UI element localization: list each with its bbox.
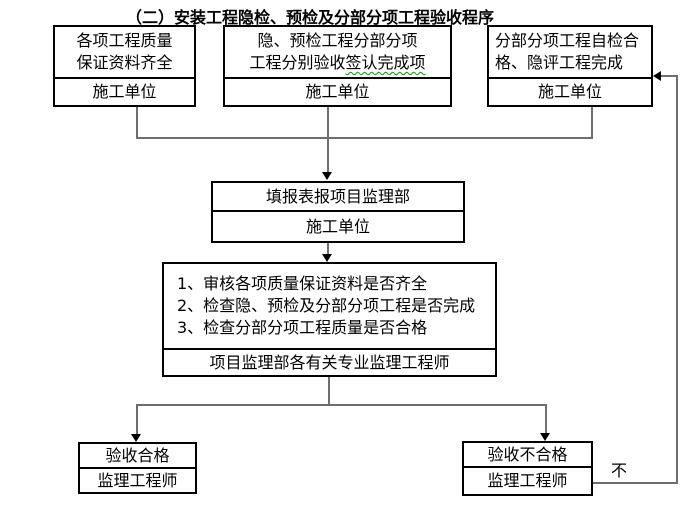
box-self-inspection-complete-footer: 施工单位 [537, 82, 602, 101]
box-quality-assurance-docs-body: 各项工程质量 保证资料齐全 [55, 27, 194, 79]
connector-review-drop [328, 377, 330, 406]
box-self-inspection-complete-body: 分部分项工程自检合 格、隐评工程完成 [489, 27, 651, 79]
box-report-to-supervision-dept-body: 填报表报项目监理部 [213, 183, 463, 212]
spellcheck-squiggle-text: 签认完成项 [345, 53, 426, 72]
text-line: 验收不合格 [487, 444, 568, 464]
box-review-checklist-footer: 项目监理部各有关专业监理工程师 [209, 352, 450, 372]
text-line: 各项工程质量 [76, 31, 173, 50]
text-line: 工程分别验收签认完成项 [249, 52, 425, 74]
connector-feedback-top [660, 75, 677, 77]
arrowhead-down-icon [540, 433, 550, 441]
box-review-checklist-body: 1、审核各项质量保证资料是否齐全 2、检查隐、预检及分部分项工程是否完成 3、检… [164, 264, 495, 350]
connector-center-drop [327, 107, 329, 173]
box-self-inspection-complete: 分部分项工程自检合 格、隐评工程完成 施工单位 [487, 25, 653, 107]
checklist-item: 2、检查隐、预检及分部分项工程是否完成 [177, 296, 476, 315]
box-report-to-supervision-dept: 填报表报项目监理部 施工单位 [211, 181, 465, 243]
text-line: 格、隐评工程完成 [495, 53, 624, 72]
checklist-item: 1、审核各项质量保证资料是否齐全 [177, 274, 428, 293]
box-report-to-supervision-dept-footer: 施工单位 [305, 216, 370, 236]
text-line: 分部分项工程自检合 [495, 31, 640, 50]
arrowhead-down-icon [322, 172, 332, 180]
connector-top-merge [136, 137, 593, 139]
arrowhead-left-icon [653, 71, 661, 81]
connector-feedback-rise [676, 75, 678, 484]
connector-pass-drop [136, 404, 138, 434]
box-review-checklist: 1、审核各项质量保证资料是否齐全 2、检查隐、预检及分部分项工程是否完成 3、检… [162, 262, 497, 377]
box-hidden-pre-inspection-sign-footer: 施工单位 [305, 82, 370, 101]
connector-quality-drop [136, 107, 138, 138]
text-line: 填报表报项目监理部 [265, 186, 410, 206]
box-quality-assurance-docs-footer: 施工单位 [92, 82, 157, 101]
connector-fail-drop [545, 404, 547, 433]
box-acceptance-fail-body: 验收不合格 [464, 443, 591, 468]
box-hidden-pre-inspection-sign: 隐、预检工程分部分项 工程分别验收签认完成项 施工单位 [223, 25, 452, 107]
text-segment: 工程分别验收 [249, 53, 346, 72]
box-acceptance-pass-body: 验收合格 [80, 444, 195, 469]
connector-feedback-bottom [593, 482, 678, 484]
reject-branch-label: 不 [610, 461, 627, 480]
checklist-item: 3、检查分部分项工程质量是否合格 [177, 318, 428, 337]
connector-branch [136, 404, 547, 406]
box-acceptance-fail-footer: 监理工程师 [487, 471, 568, 490]
text-line: 隐、预检工程分部分项 [257, 31, 418, 50]
text-line: 保证资料齐全 [76, 53, 173, 72]
box-acceptance-pass-footer: 监理工程师 [97, 470, 178, 490]
text-line: 验收合格 [105, 445, 170, 465]
connector-selfcheck-drop [591, 107, 593, 138]
arrowhead-down-icon [322, 254, 332, 262]
box-quality-assurance-docs: 各项工程质量 保证资料齐全 施工单位 [53, 25, 196, 107]
box-hidden-pre-inspection-sign-body: 隐、预检工程分部分项 工程分别验收签认完成项 [225, 27, 450, 79]
page-title: （二）安装工程隐检、预检及分部分项工程验收程序 [125, 8, 494, 27]
arrowhead-down-icon [131, 434, 141, 442]
box-acceptance-pass: 验收合格 监理工程师 [78, 442, 197, 494]
box-acceptance-fail: 验收不合格 监理工程师 [462, 441, 593, 496]
connector-report-to-review [327, 243, 329, 255]
